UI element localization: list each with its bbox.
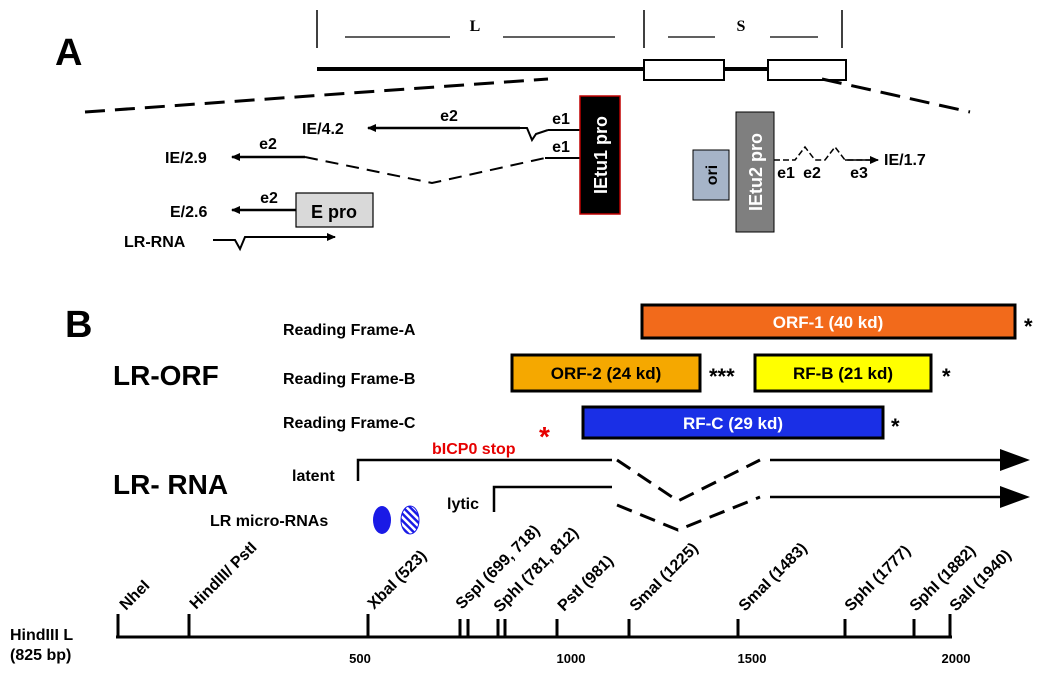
expansion-line-left [84,77,549,114]
ie29-label: IE/2.9 [165,150,207,167]
genome-schematic: L S [316,10,847,81]
e26-exon2: e2 [260,190,278,207]
reading-frame-b-label: Reading Frame-B [283,371,415,388]
ori-box [692,149,730,201]
ie17-exon2: e2 [803,165,821,182]
rfc-mark: * [891,414,900,439]
lr-rna-label: LR-RNA [124,234,186,251]
rfc-label: RF-C (29 kd) [683,414,783,433]
lytic-transcript: lytic [447,485,1030,532]
orf1-mark: * [1024,314,1033,339]
hindiii-label-line1: HindIII L [10,627,73,644]
lr-orf-title: LR-ORF [113,360,219,391]
site-label-smai-1483: SmaI (1483) [736,540,811,615]
reading-frame-a-label: Reading Frame-A [283,322,416,339]
ietu2-pro-box [735,111,775,233]
e26-transcript: E/2.6 e2 [170,190,296,221]
ie42-label: IE/4.2 [302,121,344,138]
lr-rna-transcript: LR-RNA [124,233,336,252]
short-region-label: S [737,18,746,35]
ietu1-pro-label: IEtu1 pro [591,116,611,194]
ie17-transcript: IE/1.7 e1 e2 e3 [774,145,926,182]
scale-label-1500: 1500 [738,651,767,666]
ie42-transcript: IE/4.2 e2 e1 [302,108,580,143]
bicp0-stop-label: bICP0 stop [432,441,516,458]
long-region-label: L [470,18,481,35]
ie17-exon1: e1 [777,165,795,182]
panel-a-letter: A [55,32,82,74]
orf2-label: ORF-2 (24 kd) [551,364,662,383]
ie29-transcript: IE/2.9 e2 e1 [165,136,580,185]
ietu2-pro-label: IEtu2 pro [746,133,766,211]
scale-label-2000: 2000 [942,651,971,666]
rfc-bar [581,405,885,440]
hindiii-label-line2: (825 bp) [10,647,71,664]
ietu1-pro-box [579,95,621,215]
e-pro-box [295,192,374,228]
reading-frame-c-label: Reading Frame-C [283,415,416,432]
orf1-label: ORF-1 (40 kd) [773,313,884,332]
ie17-exon3: e3 [850,165,868,182]
scale-label-1000: 1000 [557,651,586,666]
site-label-hindiii-psti: HindIII/ PstI [187,539,261,613]
site-label-nhei: NheI [117,577,154,614]
restriction-site-ticks [116,614,952,638]
latent-transcript: latent [292,449,1030,503]
bicp0-stop-star: * [539,421,550,452]
lr-rna-title: LR- RNA [113,469,228,500]
e-pro-label: E pro [311,202,357,222]
ie42-exon1: e1 [552,111,570,128]
panel-b-letter: B [65,304,92,346]
site-label-sphi-1777: SphI (1777) [842,542,914,614]
site-label-xbai: XbaI (523) [365,547,430,612]
orf2-bar [510,353,702,393]
rfb-label: RF-B (21 kd) [793,364,893,383]
ie29-exon1: e1 [552,139,570,156]
ie42-exon2: e2 [440,108,458,125]
orf1-bar [640,303,1017,340]
mirna-solid-marker [373,506,391,534]
latent-label: latent [292,468,335,485]
rfb-bar [753,353,933,393]
ie29-exon2: e2 [259,136,277,153]
micro-rnas-label: LR micro-RNAs [210,513,328,530]
ori-label: ori [704,165,721,185]
mirna-hatched-marker [400,505,420,535]
site-label-smai-1225: SmaI (1225) [627,540,702,615]
lytic-label: lytic [447,496,479,513]
scale-label-500: 500 [349,651,371,666]
site-label-psti: PstI (981) [555,553,617,615]
orf2-mark: *** [709,364,735,389]
expansion-line-right [821,77,971,114]
rfb-mark: * [942,364,951,389]
ie17-label: IE/1.7 [884,152,926,169]
restriction-site-labels: NheI HindIII/ PstI XbaI (523) SspI (699,… [117,522,1015,616]
e26-label: E/2.6 [170,204,207,221]
